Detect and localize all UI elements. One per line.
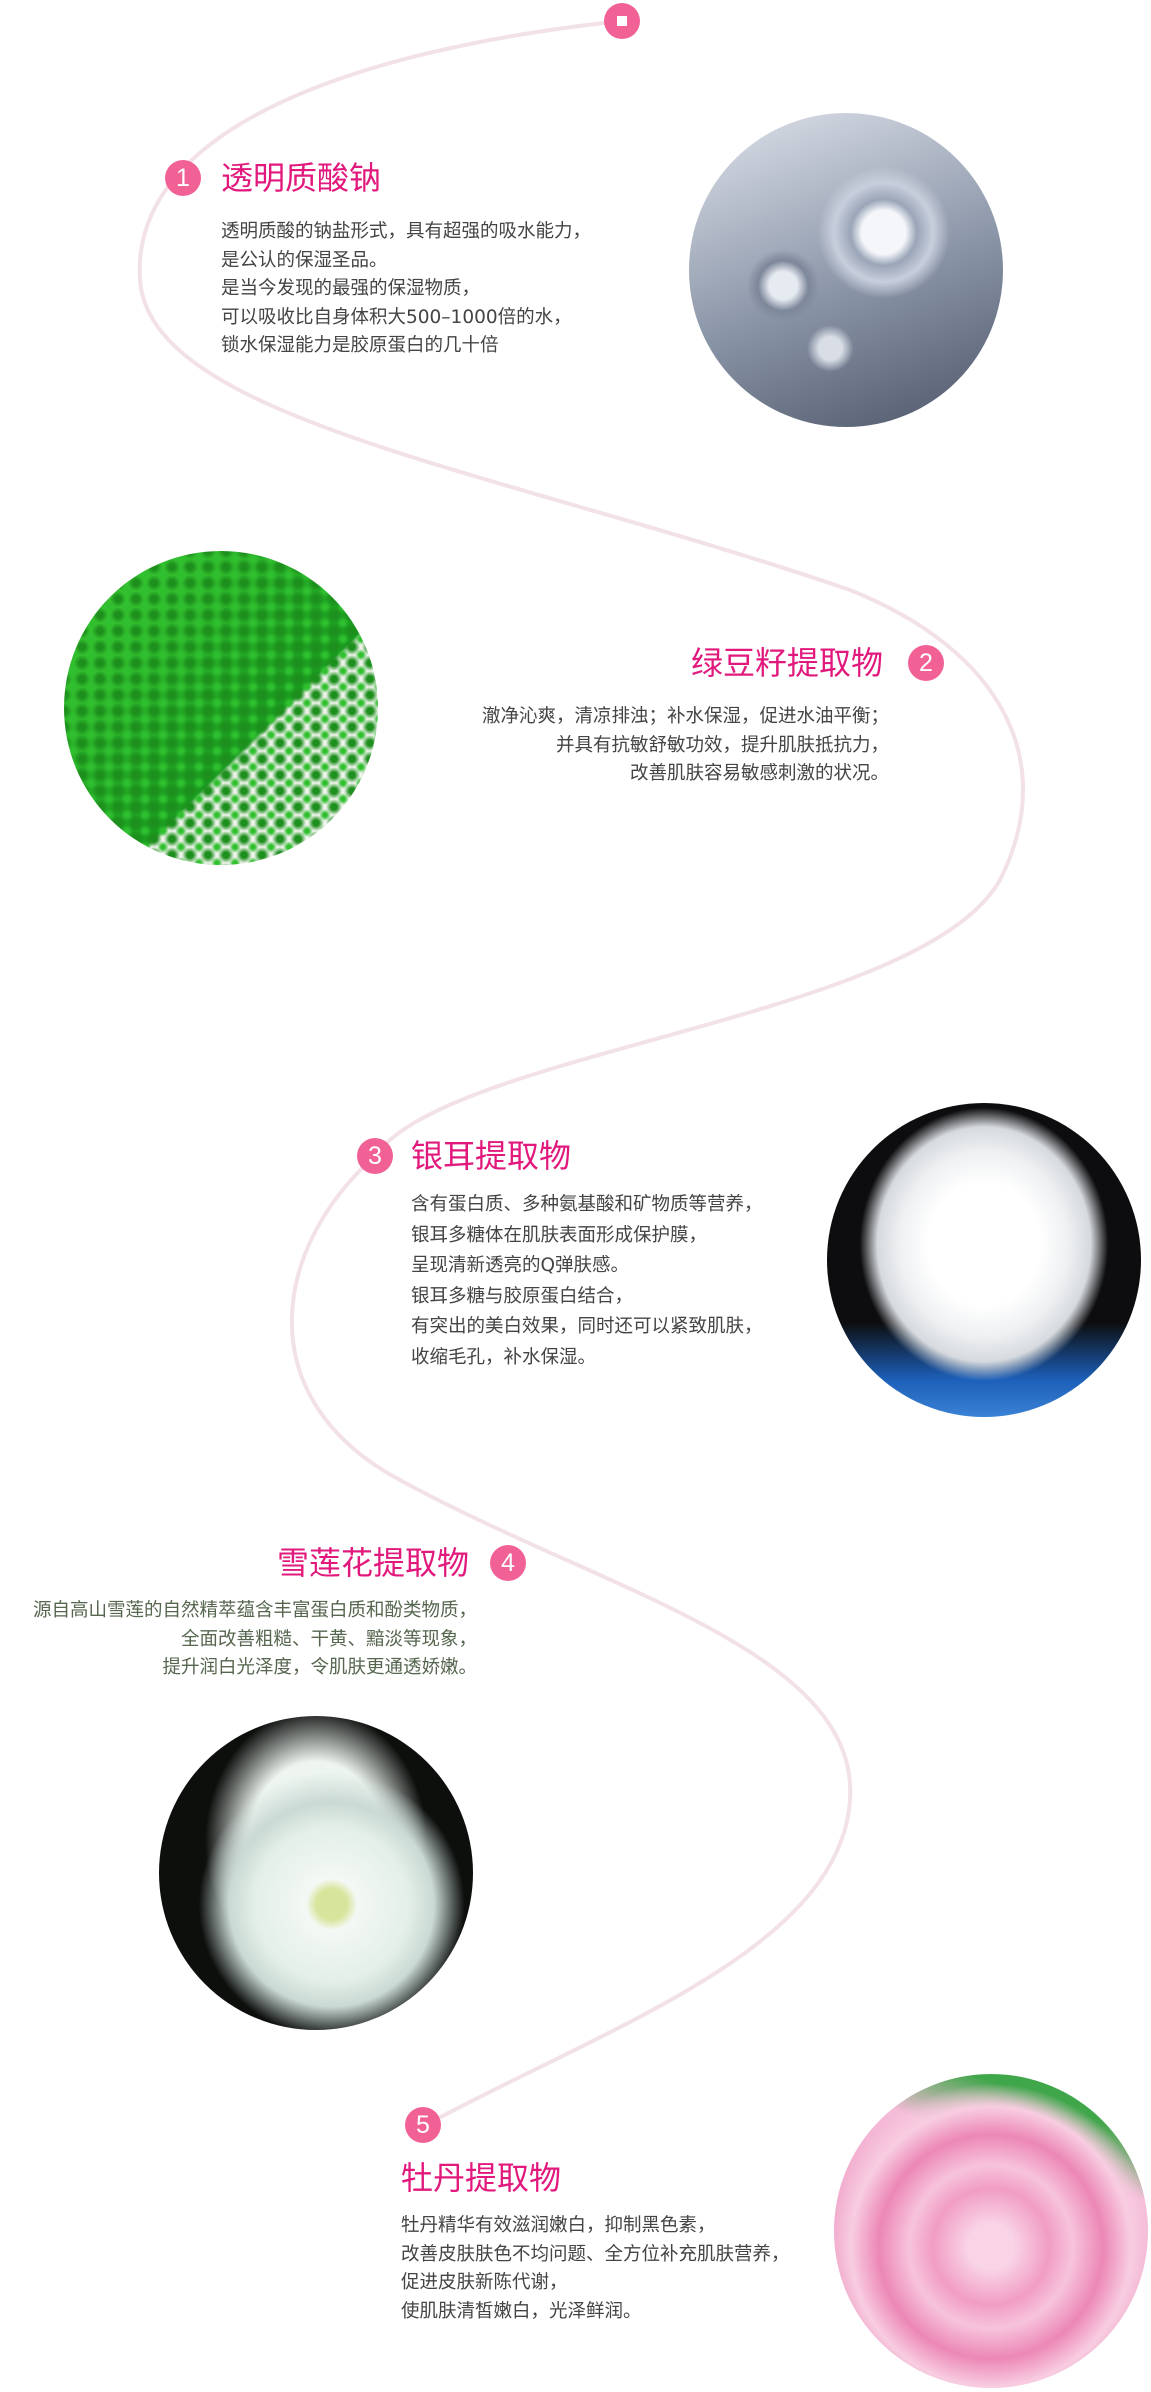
text-line: 锁水保湿能力是胶原蛋白的几十倍 bbox=[221, 335, 499, 356]
text-line: 改善皮肤肤色不均问题、全方位补充肌肤营养， bbox=[401, 2243, 790, 2265]
text-line: 呈现清新透亮的Q弹肤感。 bbox=[411, 1255, 630, 1276]
step-badge-5: 5 bbox=[405, 2107, 441, 2143]
text-line: 澈净沁爽，清凉排浊；补水保湿，促进水油平衡； bbox=[481, 706, 889, 727]
text-line: 收缩毛孔，补水保湿。 bbox=[411, 1346, 597, 1368]
white-fungus-image bbox=[827, 1103, 1141, 1417]
text-line: 源自高山雪莲的自然精萃蕴含丰富蛋白质和酚类物质， bbox=[32, 1600, 477, 1621]
text-line: 有突出的美白效果，同时还可以紧致肌肤， bbox=[411, 1316, 763, 1337]
timeline-start-icon bbox=[604, 3, 640, 39]
water-drops-image bbox=[689, 113, 1003, 427]
snow-lotus-image bbox=[159, 1716, 473, 2030]
section-title-2: 绿豆籽提取物 bbox=[690, 644, 883, 682]
text-line: 并具有抗敏舒敏功效，提升肌肤抵抗力， bbox=[555, 734, 889, 756]
section-title-3: 银耳提取物 bbox=[411, 1137, 572, 1175]
step-badge-1: 1 bbox=[165, 160, 201, 196]
peony-image bbox=[834, 2074, 1148, 2388]
text-line: 银耳多糖与胶原蛋白结合， bbox=[411, 1285, 634, 1307]
section-text-1: 透明质酸的钠盐形式，具有超强的吸水能力， 是公认的保湿圣品。 是当今发现的最强的… bbox=[221, 218, 591, 361]
text-line: 使肌肤清皙嫩白，光泽鲜润。 bbox=[401, 2300, 642, 2322]
text-line: 牡丹精华有效滋润嫩白，抑制黑色素， bbox=[401, 2215, 716, 2236]
section-text-3: 含有蛋白质、多种氨基酸和矿物质等营养， 银耳多糖体在肌肤表面形成保护膜， 呈现清… bbox=[411, 1190, 763, 1373]
section-title-5: 牡丹提取物 bbox=[401, 2159, 562, 2197]
section-title-1: 透明质酸钠 bbox=[221, 159, 382, 197]
text-line: 透明质酸的钠盐形式，具有超强的吸水能力， bbox=[221, 221, 592, 242]
text-line: 改善肌肤容易敏感刺激的状况。 bbox=[629, 763, 889, 784]
text-line: 含有蛋白质、多种氨基酸和矿物质等营养， bbox=[411, 1194, 763, 1215]
step-badge-3: 3 bbox=[357, 1138, 393, 1174]
text-line: 是当今发现的最强的保湿物质， bbox=[221, 278, 481, 299]
mung-beans-image bbox=[64, 551, 378, 865]
text-line: 全面改善粗糙、干黄、黯淡等现象， bbox=[180, 1628, 477, 1650]
text-line: 可以吸收比自身体积大500–1000倍的水， bbox=[221, 306, 572, 328]
text-line: 提升润白光泽度，令肌肤更通透娇嫩。 bbox=[162, 1657, 477, 1678]
section-text-2: 澈净沁爽，清凉排浊；补水保湿，促进水油平衡； 并具有抗敏舒敏功效，提升肌肤抵抗力… bbox=[482, 703, 889, 789]
text-line: 银耳多糖体在肌肤表面形成保护膜， bbox=[411, 1224, 708, 1246]
section-title-4: 雪莲花提取物 bbox=[276, 1544, 469, 1582]
step-badge-4: 4 bbox=[490, 1545, 526, 1581]
text-line: 促进皮肤新陈代谢， bbox=[401, 2272, 568, 2293]
section-text-4: 源自高山雪莲的自然精萃蕴含丰富蛋白质和酚类物质， 全面改善粗糙、干黄、黯淡等现象… bbox=[33, 1597, 477, 1683]
text-line: 是公认的保湿圣品。 bbox=[221, 249, 388, 271]
section-text-5: 牡丹精华有效滋润嫩白，抑制黑色素， 改善皮肤肤色不均问题、全方位补充肌肤营养， … bbox=[401, 2212, 790, 2326]
step-badge-2: 2 bbox=[908, 645, 944, 681]
